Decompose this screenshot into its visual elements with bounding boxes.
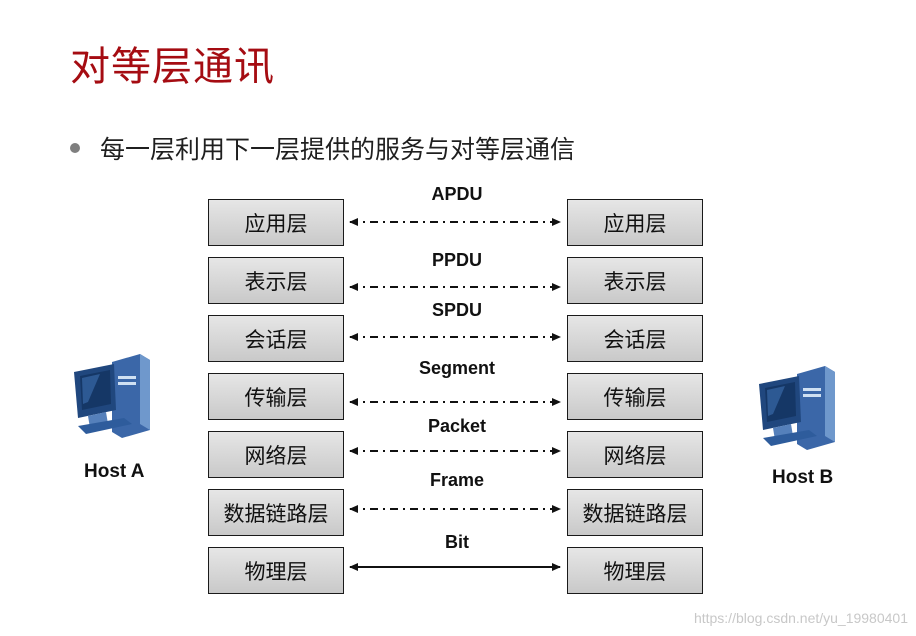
host-b-layer-session: 会话层 — [567, 315, 703, 362]
host-b-layer-transport: 传输层 — [567, 373, 703, 420]
host-b-layer-application: 应用层 — [567, 199, 703, 246]
host-a-layer-transport: 传输层 — [208, 373, 344, 420]
host-b-layer-physical: 物理层 — [567, 547, 703, 594]
host-a-label: Host A — [84, 461, 145, 482]
host-b-label: Host B — [772, 467, 834, 488]
pdu-label-ppdu: PPDU — [431, 250, 482, 270]
bullet-dot — [70, 143, 80, 153]
host-b-layer-network: 网络层 — [567, 431, 703, 478]
host-a-layer-presentation: 表示层 — [208, 257, 344, 304]
host-a-layer-network: 网络层 — [208, 431, 344, 478]
pdu-label-apdu: APDU — [431, 184, 483, 204]
pdu-label-packet: Packet — [427, 416, 487, 436]
host-a-layer-datalink: 数据链路层 — [208, 489, 344, 536]
pdu-label-spdu: SPDU — [431, 300, 482, 320]
host-b-layer-datalink: 数据链路层 — [567, 489, 703, 536]
host-a-layer-application: 应用层 — [208, 199, 344, 246]
pdu-label-segment: Segment — [418, 358, 496, 378]
bullet-text: 每一层利用下一层提供的服务与对等层通信 — [100, 135, 576, 164]
slide-title: 对等层通讯 — [70, 44, 275, 90]
pdu-label-frame: Frame — [429, 470, 485, 490]
pdu-label-bit: Bit — [445, 532, 469, 552]
host-b-computer-icon — [759, 366, 835, 450]
host-a-computer-icon — [74, 354, 150, 438]
host-a-layer-session: 会话层 — [208, 315, 344, 362]
watermark: https://blog.csdn.net/yu_19980401 — [693, 610, 908, 626]
host-b-layer-presentation: 表示层 — [567, 257, 703, 304]
host-a-layer-physical: 物理层 — [208, 547, 344, 594]
